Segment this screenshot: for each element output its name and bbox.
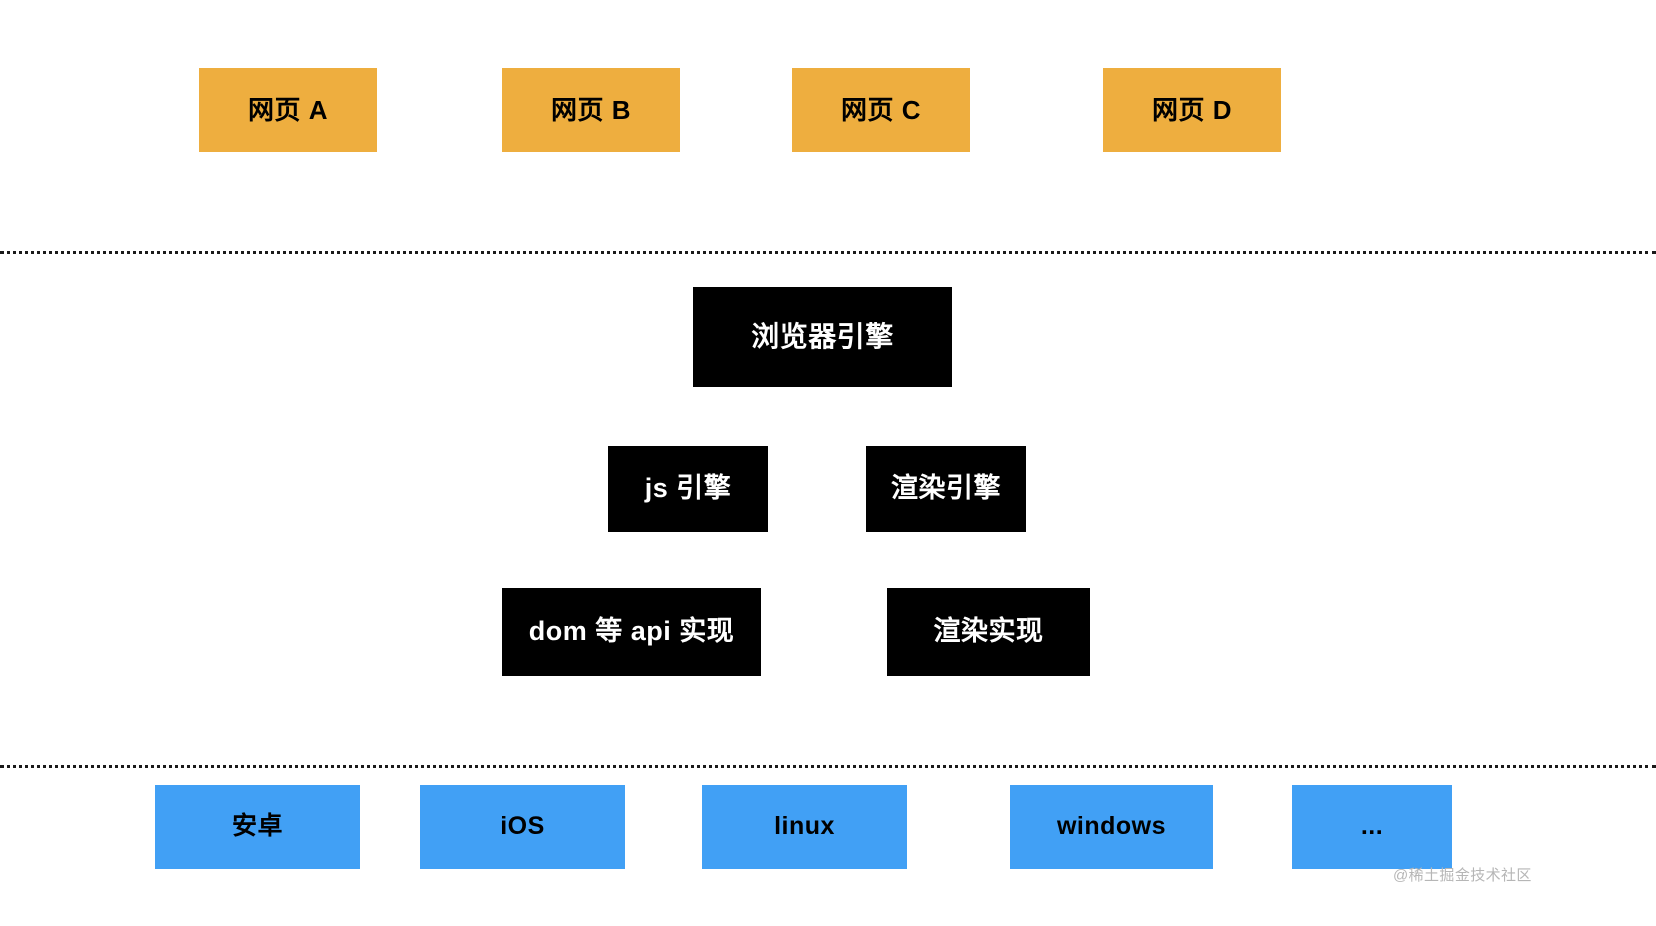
os-label-android: 安卓 [231,812,283,841]
web-page-label-d: 网页 D [1151,94,1232,125]
render-engine-node: 渲染引擎 [866,446,1026,532]
render-impl-label: 渲染实现 [933,616,1044,647]
web-page-node-a: 网页 A [199,68,377,152]
os-node-other: ... [1292,785,1452,869]
os-node-windows: windows [1010,785,1213,869]
os-label-windows: windows [1056,812,1167,841]
os-label-linux: linux [774,812,835,841]
web-page-node-c: 网页 C [792,68,970,152]
dom-api-impl-label: dom 等 api 实现 [528,616,735,647]
web-page-label-c: 网页 C [840,94,921,125]
render-impl-node: 渲染实现 [887,588,1090,676]
web-page-node-d: 网页 D [1103,68,1281,152]
js-engine-label: js 引擎 [644,473,732,504]
os-label-ios: iOS [500,812,545,841]
dom-api-impl-node: dom 等 api 实现 [502,588,761,676]
os-label-other: ... [1360,812,1384,841]
web-page-label-a: 网页 A [247,94,328,125]
os-node-ios: iOS [420,785,625,869]
watermark: @稀土掘金技术社区 [1393,867,1532,884]
os-node-linux: linux [702,785,907,869]
render-engine-label: 渲染引擎 [891,473,1001,504]
web-page-label-b: 网页 B [550,94,631,125]
os-node-android: 安卓 [155,785,360,869]
browser-engine-node: 浏览器引擎 [693,287,952,387]
browser-engine-label: 浏览器引擎 [751,320,894,352]
divider-pages-engine [0,251,1656,254]
divider-engine-os [0,765,1656,768]
web-page-node-b: 网页 B [502,68,680,152]
js-engine-node: js 引擎 [608,446,768,532]
